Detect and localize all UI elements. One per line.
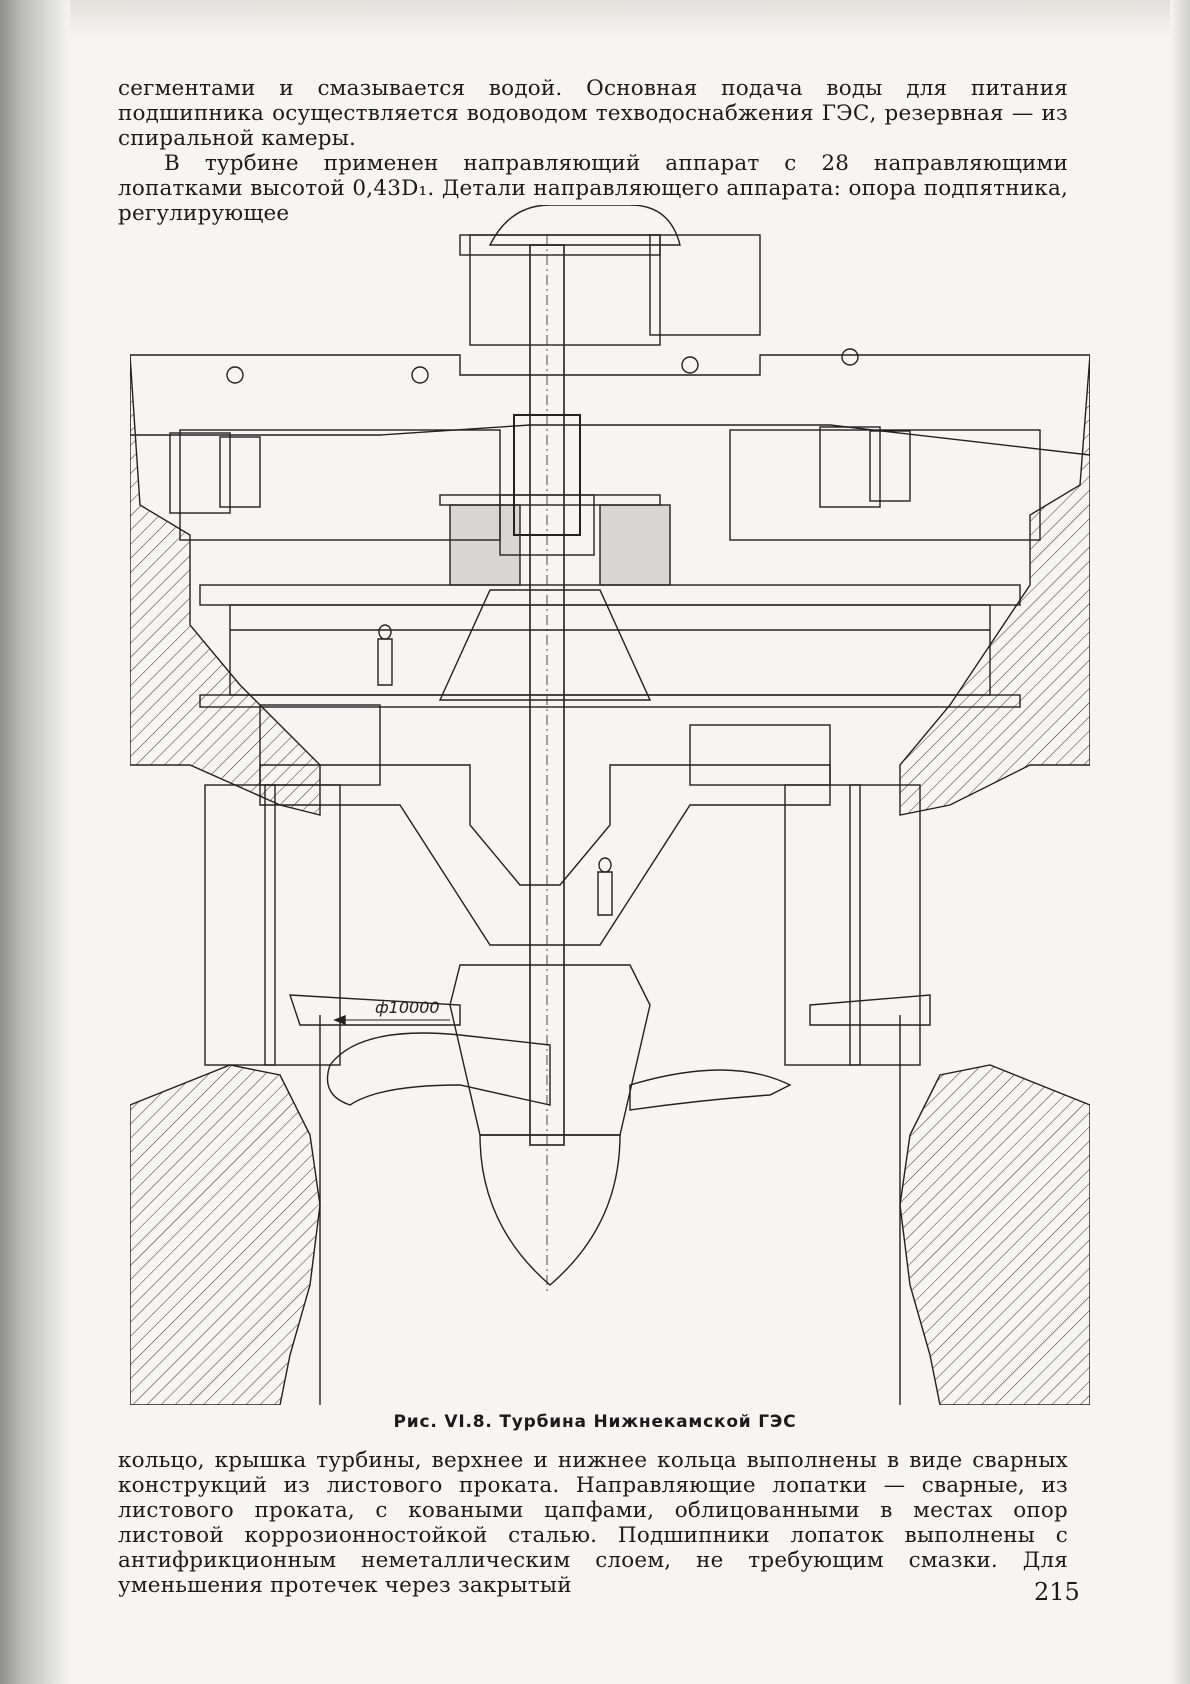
figure-caption: Рис. VI.8. Турбина Нижнекамской ГЭС <box>393 1412 797 1432</box>
stay-column-left <box>264 784 341 1066</box>
upper-housing <box>469 234 661 346</box>
paragraph-3: кольцо, крышка турбины, верхнее и нижнее… <box>118 1448 1068 1598</box>
turbine-drawing: ф10000 <box>130 205 1090 1405</box>
page-number: 215 <box>1034 1578 1080 1606</box>
left-concrete-lower <box>130 1064 321 1405</box>
runner-cone <box>479 1134 621 1286</box>
head-cover <box>259 764 831 946</box>
dimension-label: ф10000 <box>375 998 440 1017</box>
generator-dome <box>488 205 681 246</box>
scan-shadow-right <box>1170 0 1190 1684</box>
left-concrete-upper <box>130 354 321 816</box>
upper-bracket <box>130 354 1090 456</box>
right-concrete-lower <box>899 1064 1090 1405</box>
top-text-block: сегментами и смазывается водой. Основная… <box>118 76 1068 226</box>
bottom-text-block: кольцо, крышка турбины, верхнее и нижнее… <box>118 1448 1068 1598</box>
runner-blade <box>326 1032 551 1106</box>
scan-shadow-top <box>0 0 1190 40</box>
stay-column-right <box>784 784 861 1066</box>
scan-shadow-left <box>0 0 70 1684</box>
paragraph-1: сегментами и смазывается водой. Основная… <box>118 76 1068 151</box>
paragraph-2: В турбине применен направляющий аппарат … <box>118 151 1068 226</box>
right-concrete-upper <box>899 354 1090 816</box>
support-cone <box>438 589 652 701</box>
